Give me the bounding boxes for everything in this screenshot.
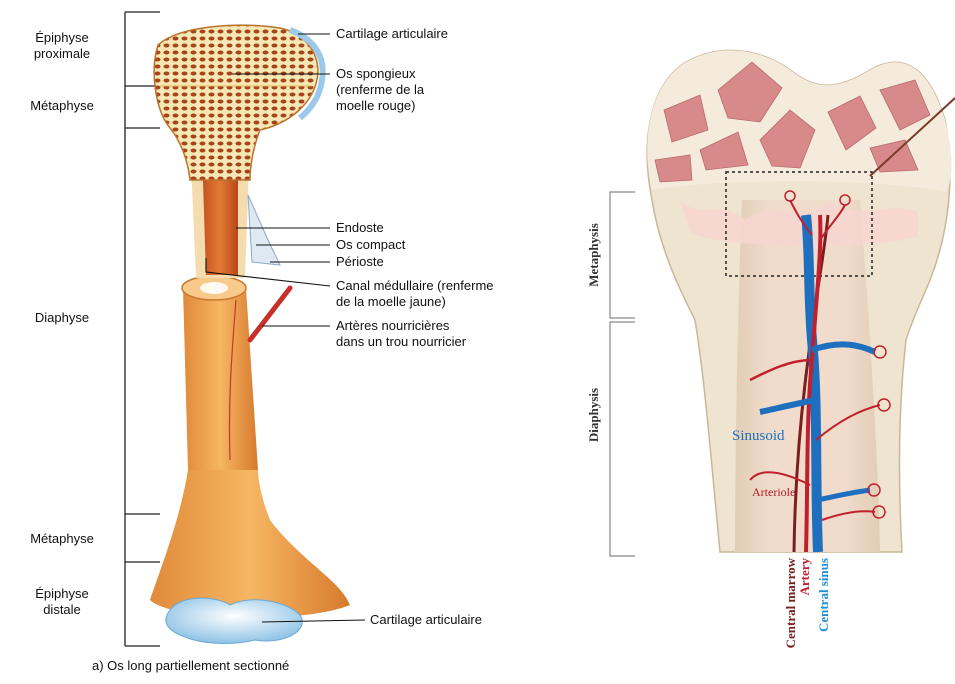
region-label-diaphyse: Diaphyse <box>35 310 89 325</box>
metaphysis-vascular-illustration: Metaphysis Diaphysis Sinusoid Arteriole … <box>586 50 955 648</box>
region-label-distale: distale <box>43 602 81 617</box>
nutrient-artery <box>250 288 290 340</box>
callout-arteres-2: dans un trou nourricier <box>336 334 467 349</box>
long-bone-illustration: Épiphyse proximale Métaphyse Diaphyse Mé… <box>30 12 493 673</box>
callout-os-spongieux-3: moelle rouge) <box>336 98 416 113</box>
canal-lumen <box>200 282 228 294</box>
callout-cartilage-bottom: Cartilage articulaire <box>370 612 482 627</box>
diaphysis-label: Diaphysis <box>586 388 601 442</box>
distal-epiphysis <box>150 470 350 618</box>
figure-caption: a) Os long partiellement sectionné <box>92 658 289 673</box>
region-label-epiphyse-distale: Épiphyse <box>35 586 88 601</box>
callout-os-compact: Os compact <box>336 237 406 252</box>
periosteum-flap <box>248 195 280 265</box>
callout-arteres: Artères nourricières <box>336 318 450 333</box>
artery-label: Artery <box>797 558 812 596</box>
callout-cartilage-top: Cartilage articulaire <box>336 26 448 41</box>
callout-canal: Canal médullaire (renferme <box>336 278 494 293</box>
lower-diaphysis <box>183 288 258 470</box>
callout-canal-2: de la moelle jaune) <box>336 294 446 309</box>
region-label-metaphyse-top: Métaphyse <box>30 98 94 113</box>
central-marrow-label: Central marrow <box>783 557 798 648</box>
callout-os-spongieux: Os spongieux <box>336 66 416 81</box>
region-label-proximale: proximale <box>34 46 90 61</box>
side-brackets <box>610 192 635 556</box>
distal-cartilage <box>166 598 302 643</box>
region-label-epiphyse: Épiphyse <box>35 30 88 45</box>
callout-perioste: Périoste <box>336 254 384 269</box>
metaphysis-label: Metaphysis <box>586 223 601 287</box>
arteriole-label: Arteriole <box>752 485 795 499</box>
proximal-epiphysis <box>154 25 318 180</box>
region-label-metaphyse-bottom: Métaphyse <box>30 531 94 546</box>
sinusoid-label: Sinusoid <box>732 428 785 444</box>
central-sinus-label: Central sinus <box>816 558 831 632</box>
callout-endoste: Endoste <box>336 220 384 235</box>
callout-os-spongieux-2: (renferme de la <box>336 82 425 97</box>
region-bracket <box>125 12 160 646</box>
